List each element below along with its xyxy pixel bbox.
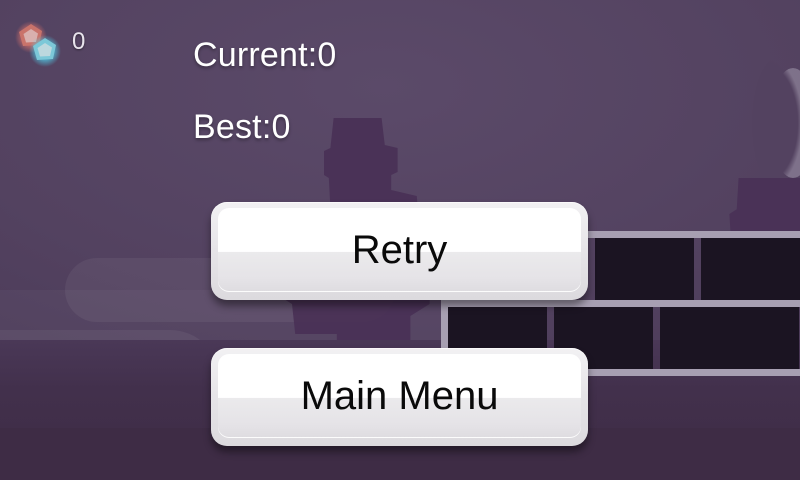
gem-counter-icons [12,20,66,72]
retry-button[interactable]: Retry [211,202,588,300]
brick-row-top [595,238,800,300]
main-menu-button-label: Main Menu [300,374,499,418]
retry-button-face [218,208,581,292]
brick-tile [595,238,694,300]
moon-shadow-mask [752,58,800,188]
mortar-line-bottom [441,369,800,376]
main-menu-button-face [218,354,581,438]
mortar-line-left [441,300,448,376]
retry-button-label: Retry [351,228,448,272]
current-score-label: Current:0 [193,36,337,74]
brick-row-bottom [448,307,799,369]
best-score-label: Best:0 [193,108,291,146]
mortar-line-middle [441,300,800,307]
mortar-line-top [588,231,800,238]
gem-count-label: 0 [72,28,86,55]
brick-tile [660,307,799,369]
gem-cyan-icon [28,34,62,68]
brick-tile [701,238,800,300]
main-menu-button[interactable]: Main Menu [211,348,588,446]
